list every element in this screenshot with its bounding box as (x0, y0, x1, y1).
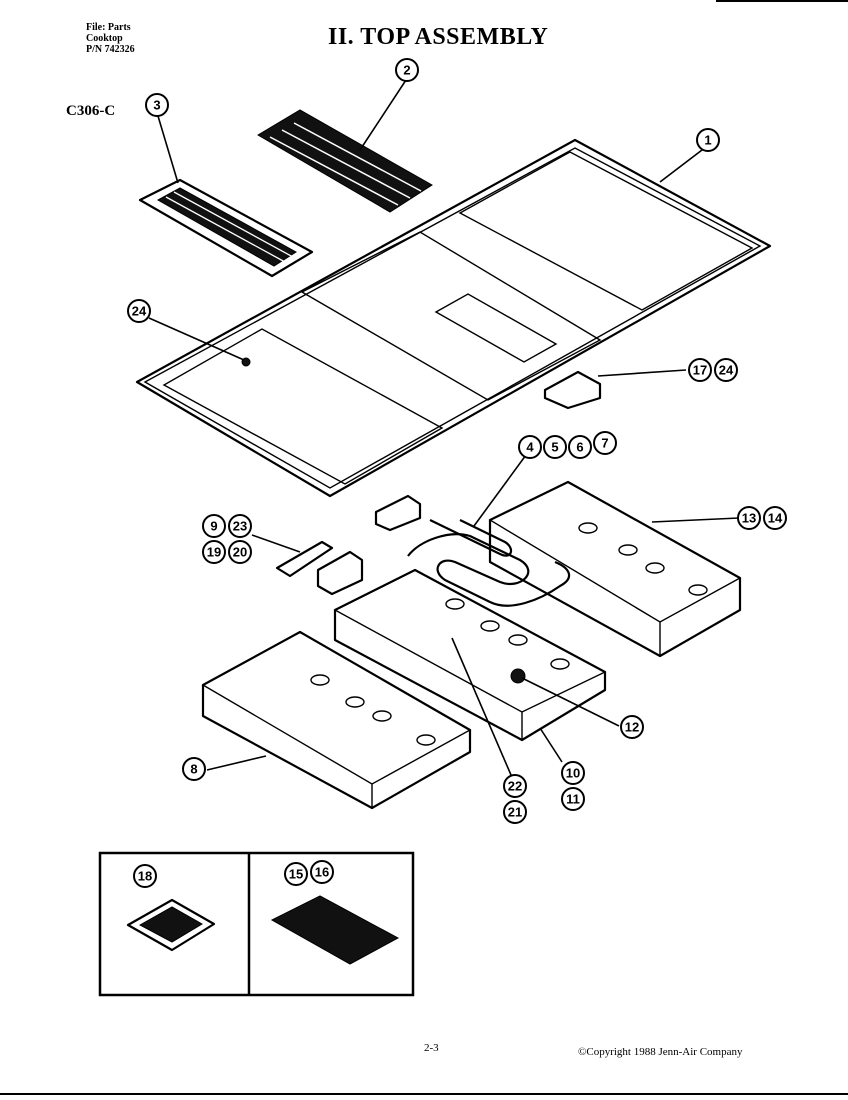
callout-14: 14 (763, 506, 787, 530)
callout-23-label: 23 (233, 519, 247, 534)
callout-8-label: 8 (190, 762, 197, 777)
callout-3: 3 (145, 93, 169, 117)
callout-18: 18 (133, 864, 157, 888)
callout-15-label: 15 (289, 867, 303, 882)
callout-24-top: 24 (127, 299, 151, 323)
page-title: II. TOP ASSEMBLY (328, 24, 549, 50)
callout-20: 20 (228, 540, 252, 564)
file-header: File: Parts Cooktop P/N 742326 (86, 22, 135, 55)
callout-21: 21 (503, 800, 527, 824)
inset-accessory-box (98, 851, 415, 997)
callout-6-label: 6 (576, 440, 583, 455)
callout-9-label: 9 (210, 519, 217, 534)
top-edge-rule (716, 0, 848, 2)
grille-part-2 (257, 109, 433, 213)
callout-16-label: 16 (315, 865, 329, 880)
cooktop-frame-part-1 (135, 138, 772, 498)
part-number-line: P/N 742326 (86, 44, 135, 55)
callout-5-label: 5 (551, 440, 558, 455)
callout-6: 6 (568, 435, 592, 459)
drip-pan-part-8 (201, 630, 472, 810)
callout-2: 2 (395, 58, 419, 82)
junction-box-part-17 (543, 370, 602, 410)
callout-23: 23 (228, 514, 252, 538)
callout-10-label: 10 (566, 766, 580, 781)
callout-15: 15 (284, 862, 308, 886)
callout-5: 5 (543, 435, 567, 459)
callout-19-label: 19 (207, 545, 221, 560)
callout-7: 7 (593, 431, 617, 455)
grille-part-3 (138, 178, 314, 278)
callout-1: 1 (696, 128, 720, 152)
callout-24-right: 24 (714, 358, 738, 382)
leader-lines (148, 79, 740, 776)
callout-20-label: 20 (233, 545, 247, 560)
callout-21-label: 21 (508, 805, 522, 820)
callout-24-top-label: 24 (132, 304, 147, 319)
callout-1-label: 1 (704, 133, 711, 148)
bottom-edge-rule (0, 1093, 848, 1095)
heating-element-part-4 (407, 519, 571, 607)
callout-12: 12 (620, 715, 644, 739)
model-number: C306-C (66, 103, 116, 119)
callout-13: 13 (737, 506, 761, 530)
callout-17-label: 17 (693, 363, 707, 378)
product-line: Cooktop (86, 33, 123, 44)
file-line: File: Parts (86, 22, 131, 33)
callout-11-label: 11 (566, 792, 580, 807)
copyright-notice: ©Copyright 1988 Jenn-Air Company (578, 1046, 743, 1058)
callout-16: 16 (310, 860, 334, 884)
callout-12-label: 12 (625, 720, 639, 735)
callout-4-label: 4 (526, 440, 534, 455)
callout-9: 9 (202, 514, 226, 538)
drip-pan-part-13 (488, 480, 742, 658)
callout-8: 8 (182, 757, 206, 781)
callout-18-label: 18 (138, 869, 152, 884)
callout-7-label: 7 (601, 436, 608, 451)
callout-10: 10 (561, 761, 585, 785)
callout-17: 17 (688, 358, 712, 382)
callout-24-right-label: 24 (719, 363, 734, 378)
callout-13-label: 13 (742, 511, 756, 526)
callout-11: 11 (561, 787, 585, 811)
callout-3-label: 3 (153, 98, 160, 113)
callout-22: 22 (503, 774, 527, 798)
callout-2-label: 2 (403, 63, 410, 78)
callout-19: 19 (202, 540, 226, 564)
callout-14-label: 14 (768, 511, 783, 526)
drip-pan-part-10 (333, 568, 607, 742)
terminal-block-part-9 (275, 494, 422, 596)
callout-22-label: 22 (508, 779, 522, 794)
page-number: 2-3 (424, 1042, 439, 1054)
callout-4: 4 (518, 435, 542, 459)
